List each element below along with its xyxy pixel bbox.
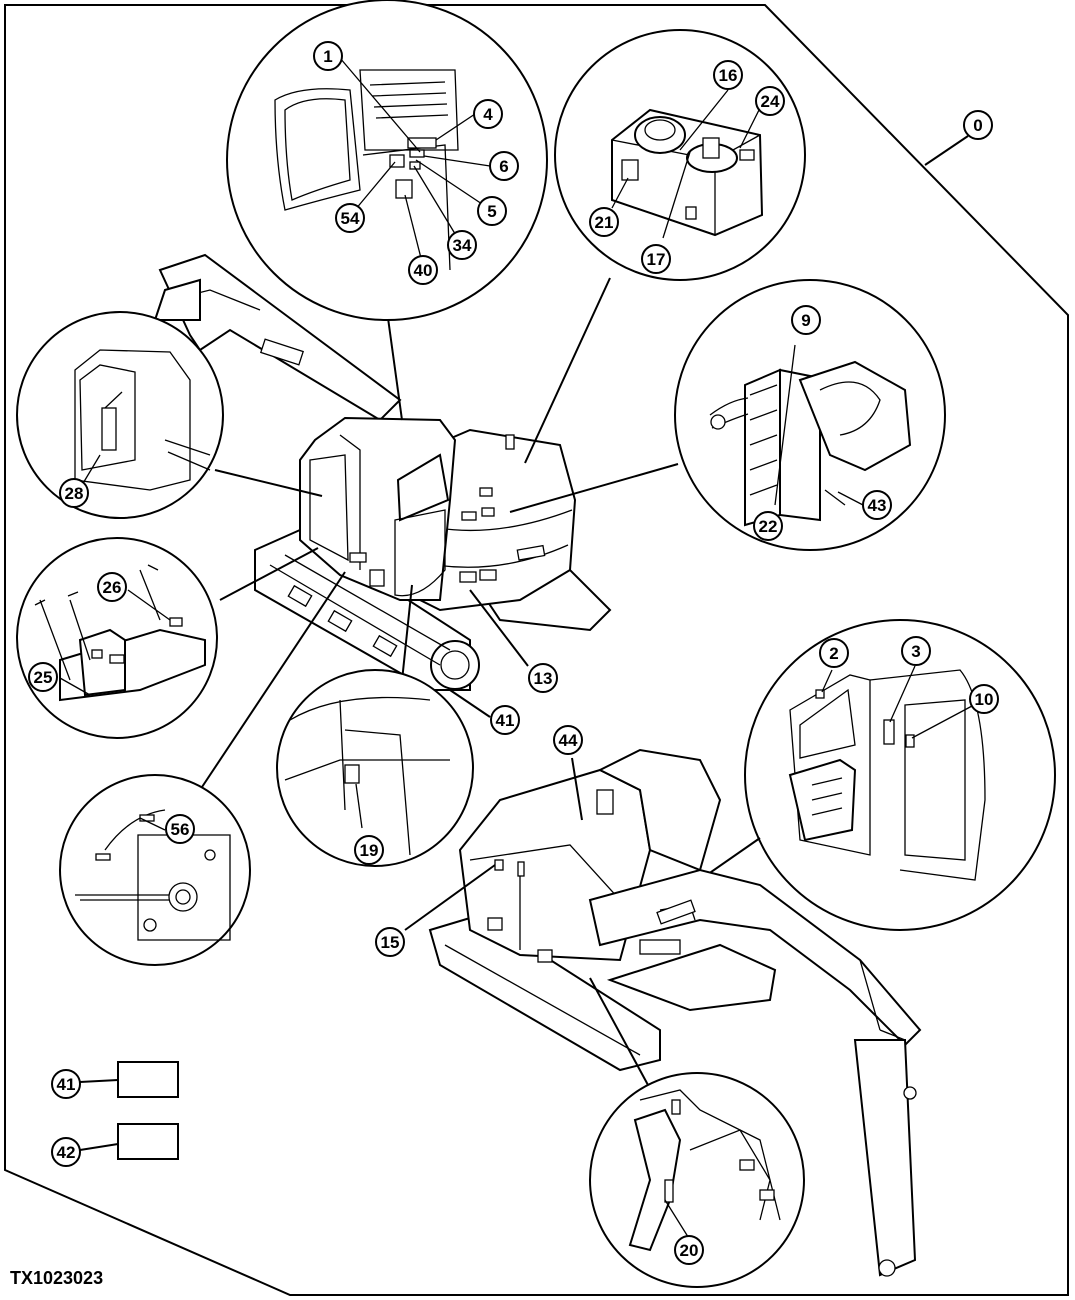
svg-text:6: 6 xyxy=(499,157,508,176)
callout-41-legend: 41 xyxy=(51,1069,81,1099)
leader-28 xyxy=(214,469,323,497)
callout-4: 4 xyxy=(473,99,503,129)
svg-text:34: 34 xyxy=(453,236,472,255)
svg-text:3: 3 xyxy=(911,642,920,661)
svg-text:13: 13 xyxy=(534,669,553,688)
leader-legend-41 xyxy=(79,1079,119,1083)
svg-text:41: 41 xyxy=(57,1075,76,1094)
callout-0: 0 xyxy=(963,110,993,140)
detail-circle-gauge xyxy=(59,774,251,966)
svg-text:4: 4 xyxy=(483,105,493,124)
svg-text:28: 28 xyxy=(65,484,84,503)
callout-13: 13 xyxy=(528,663,558,693)
svg-text:25: 25 xyxy=(34,668,53,687)
leader-44 xyxy=(571,757,583,821)
leader-legend-42 xyxy=(79,1143,119,1151)
detail-circle-side-panel xyxy=(276,669,474,867)
svg-text:1: 1 xyxy=(323,47,332,66)
callout-56: 56 xyxy=(165,814,195,844)
callout-1: 1 xyxy=(313,41,343,71)
svg-text:16: 16 xyxy=(719,66,738,85)
svg-text:15: 15 xyxy=(381,933,400,952)
leader-26 xyxy=(219,547,319,601)
legend-box-41 xyxy=(117,1061,179,1098)
leader-41-mid xyxy=(449,689,491,718)
leader-56 xyxy=(199,571,346,791)
svg-text:41: 41 xyxy=(496,711,515,730)
svg-text:10: 10 xyxy=(975,690,994,709)
callout-54: 54 xyxy=(335,203,365,233)
callout-17: 17 xyxy=(641,244,671,274)
svg-text:22: 22 xyxy=(759,517,778,536)
callout-25: 25 xyxy=(28,662,58,692)
callout-42-legend: 42 xyxy=(51,1137,81,1167)
callout-22: 22 xyxy=(753,511,783,541)
callout-21: 21 xyxy=(589,207,619,237)
svg-text:40: 40 xyxy=(414,261,433,280)
callout-19: 19 xyxy=(354,835,384,865)
callout-10: 10 xyxy=(969,684,999,714)
callout-15: 15 xyxy=(375,927,405,957)
detail-circle-cab-interior xyxy=(744,619,1056,931)
excavator-main xyxy=(153,253,612,691)
svg-text:26: 26 xyxy=(103,578,122,597)
detail-circle-controls xyxy=(16,537,218,739)
callout-6: 6 xyxy=(489,151,519,181)
svg-text:17: 17 xyxy=(647,250,666,269)
leader-0 xyxy=(924,135,969,166)
callout-28: 28 xyxy=(59,478,89,508)
svg-text:24: 24 xyxy=(761,92,780,111)
callout-3: 3 xyxy=(901,636,931,666)
callout-24: 24 xyxy=(755,86,785,116)
svg-text:5: 5 xyxy=(487,202,496,221)
svg-text:54: 54 xyxy=(341,209,360,228)
callout-34: 34 xyxy=(447,230,477,260)
leader-13 xyxy=(469,589,529,667)
svg-text:0: 0 xyxy=(973,116,982,135)
svg-text:20: 20 xyxy=(680,1241,699,1260)
leader-1-bubble xyxy=(387,317,403,421)
figure-id: TX1023023 xyxy=(10,1268,104,1288)
svg-text:43: 43 xyxy=(868,496,887,515)
callout-43: 43 xyxy=(862,490,892,520)
callout-5: 5 xyxy=(477,196,507,226)
svg-text:56: 56 xyxy=(171,820,190,839)
leader-15 xyxy=(404,864,496,931)
callout-40: 40 xyxy=(408,255,438,285)
svg-text:42: 42 xyxy=(57,1143,76,1162)
callout-44: 44 xyxy=(553,725,583,755)
outer-border xyxy=(4,4,1069,1296)
svg-text:21: 21 xyxy=(595,213,614,232)
detail-circle-cab-exterior xyxy=(16,311,224,519)
leader-16-bubble xyxy=(524,277,611,464)
callout-41-main: 41 xyxy=(490,705,520,735)
callout-26: 26 xyxy=(97,572,127,602)
callout-20: 20 xyxy=(674,1235,704,1265)
svg-text:9: 9 xyxy=(801,311,810,330)
svg-text:44: 44 xyxy=(559,731,578,750)
detail-circle-engine xyxy=(674,279,946,551)
callout-2: 2 xyxy=(819,638,849,668)
excavator-rear xyxy=(428,748,922,1277)
legend-box-42 xyxy=(117,1123,179,1160)
leader-20-bubble xyxy=(589,977,649,1086)
svg-text:19: 19 xyxy=(360,841,379,860)
callout-16: 16 xyxy=(713,60,743,90)
svg-text:2: 2 xyxy=(829,644,838,663)
leader-9-bubble xyxy=(509,463,679,513)
callout-9: 9 xyxy=(791,305,821,335)
detail-circle-track-frame xyxy=(589,1072,805,1288)
detail-circle-hydraulic-tank xyxy=(554,29,806,281)
